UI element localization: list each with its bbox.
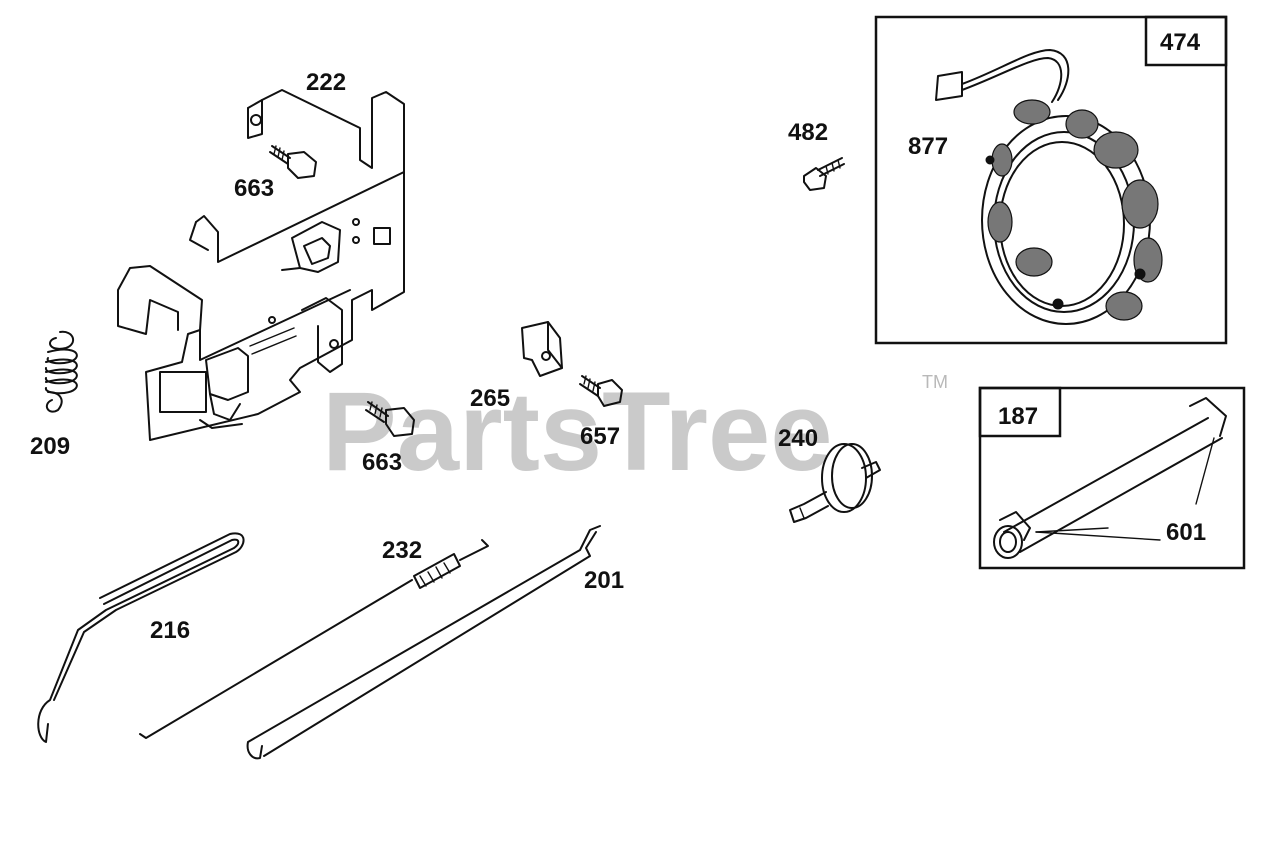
callout-877: 877 bbox=[908, 133, 948, 160]
part-482-screw[interactable] bbox=[803, 157, 845, 191]
part-216-choke-rod[interactable] bbox=[37, 532, 245, 743]
part-222-control-bracket[interactable] bbox=[117, 89, 405, 441]
part-474-alternator-box[interactable] bbox=[874, 15, 1228, 345]
part-265-clip[interactable] bbox=[521, 321, 563, 377]
part-232-governor-link[interactable] bbox=[139, 539, 489, 739]
callout-216: 216 bbox=[150, 617, 190, 644]
callout-201: 201 bbox=[584, 567, 624, 594]
part-209-spring[interactable] bbox=[45, 330, 78, 413]
callout-265: 265 bbox=[470, 385, 510, 412]
callout-663-upper: 663 bbox=[234, 175, 274, 202]
callout-482: 482 bbox=[788, 119, 828, 146]
callout-232: 232 bbox=[382, 537, 422, 564]
watermark-text: PartsTree bbox=[322, 369, 833, 494]
callout-663-lower: 663 bbox=[362, 449, 402, 476]
watermark-trademark: TM bbox=[922, 372, 948, 392]
callout-209: 209 bbox=[30, 433, 70, 460]
callout-657: 657 bbox=[580, 423, 620, 450]
callout-222: 222 bbox=[306, 69, 346, 96]
part-663-screw-lower[interactable] bbox=[365, 401, 415, 437]
part-201-governor-rod[interactable] bbox=[246, 525, 601, 760]
part-187-fuel-line-box[interactable] bbox=[978, 386, 1246, 570]
callout-240: 240 bbox=[778, 425, 818, 452]
callout-474: 474 bbox=[1160, 29, 1201, 56]
part-240-fuel-filter[interactable] bbox=[789, 443, 881, 523]
part-663-screw-upper[interactable] bbox=[269, 145, 317, 179]
callout-601: 601 bbox=[1166, 519, 1206, 546]
callout-187: 187 bbox=[998, 403, 1038, 430]
part-657-screw[interactable] bbox=[579, 375, 623, 407]
